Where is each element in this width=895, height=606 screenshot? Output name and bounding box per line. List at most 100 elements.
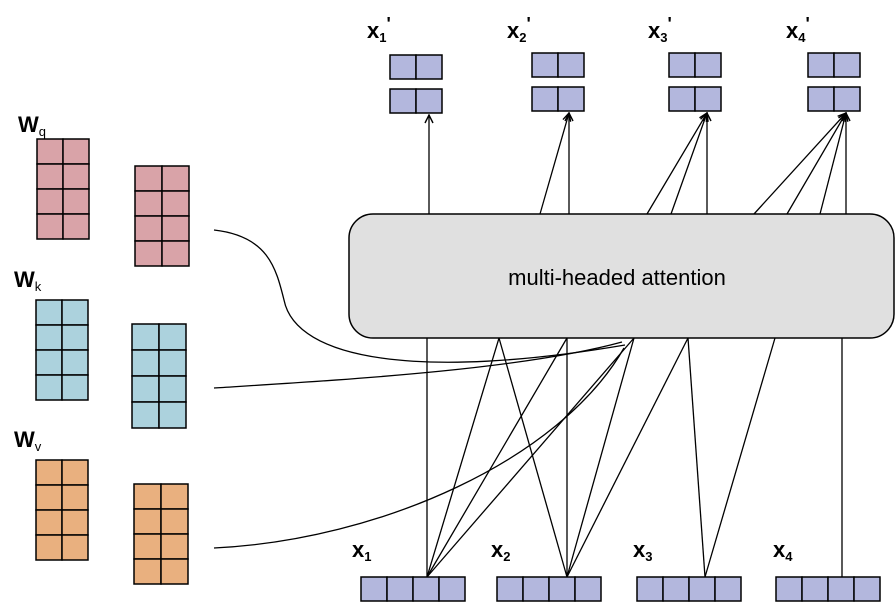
matrix-cell (134, 190, 163, 217)
output-label-x3: x3' (648, 14, 672, 45)
matrix-cell (131, 349, 160, 377)
matrix-cell (807, 86, 835, 112)
matrix-cell (131, 401, 160, 429)
matrix-cell (386, 576, 414, 602)
matrix-cell (133, 483, 162, 510)
matrix-cell (574, 576, 602, 602)
wq-label: Wq (18, 112, 46, 139)
matrix-cell (833, 86, 861, 112)
matrix-cell (35, 299, 63, 326)
matrix-cell (438, 576, 466, 602)
matrix-cell (160, 508, 189, 535)
input-connections (426, 337, 843, 578)
output-label-x1: x1' (367, 14, 391, 45)
output-connections (429, 113, 846, 215)
output-label-x4: x4' (786, 14, 810, 45)
matrix-cell (360, 576, 388, 602)
matrix-cell (160, 483, 189, 510)
input-label-x4: x4 (773, 537, 793, 564)
output-vector-x4 (807, 52, 861, 112)
input-link-line (426, 337, 500, 578)
matrix-cell (531, 86, 559, 112)
matrix-cell (158, 375, 187, 403)
v-projection-matrix (133, 483, 189, 585)
matrix-cell (62, 188, 90, 215)
matrix-cell (412, 576, 440, 602)
output-vector-x3 (668, 52, 722, 112)
matrix-cell (775, 576, 803, 602)
output-arrow (786, 113, 846, 215)
matrix-cell (35, 459, 63, 486)
output-arrow (670, 113, 707, 215)
matrix-cell (694, 52, 722, 78)
matrix-cell (807, 52, 835, 78)
input-link-line (426, 337, 635, 578)
matrix-cell (133, 533, 162, 560)
input-label-x2: x2 (491, 537, 510, 564)
matrix-cell (531, 52, 559, 78)
matrix-cell (134, 215, 163, 242)
matrix-cell (36, 188, 64, 215)
matrix-cell (131, 323, 160, 351)
matrix-cell (158, 323, 187, 351)
output-arrow (539, 113, 569, 215)
matrix-cell (158, 349, 187, 377)
matrix-cell (389, 88, 417, 114)
matrix-cell (668, 52, 696, 78)
matrix-cell (131, 375, 160, 403)
matrix-cell (694, 86, 722, 112)
matrix-cell (61, 349, 89, 376)
input-vector-x4 (775, 576, 881, 602)
matrix-cell (496, 576, 524, 602)
output-arrow (819, 113, 846, 215)
matrix-cell (415, 54, 443, 80)
matrix-cell (134, 165, 163, 192)
matrix-cell (35, 534, 63, 561)
v-curve (213, 347, 625, 549)
matrix-cell (61, 299, 89, 326)
matrix-cell (853, 576, 881, 602)
input-link-line (566, 337, 635, 578)
wk-label: Wk (14, 267, 42, 294)
matrix-cell (35, 509, 63, 536)
output-vector-x1 (389, 54, 443, 114)
q-curve (213, 229, 626, 363)
input-vector-x1 (360, 576, 466, 602)
input-label-x1: x1 (352, 537, 371, 564)
wk-matrix (35, 299, 89, 401)
matrix-cell (62, 138, 90, 165)
q-projection-matrix (134, 165, 190, 267)
output-arrow (753, 113, 846, 215)
output-label-x2: x2' (507, 14, 531, 45)
matrix-cell (662, 576, 690, 602)
matrix-cell (61, 324, 89, 351)
wq-matrix (36, 138, 90, 240)
matrix-cell (61, 534, 89, 561)
matrix-cell (134, 240, 163, 267)
matrix-cell (62, 163, 90, 190)
wv-matrix (35, 459, 89, 561)
matrix-cell (133, 558, 162, 585)
output-vector-x2 (531, 52, 585, 112)
matrix-cell (522, 576, 550, 602)
input-link-line (704, 337, 776, 578)
matrix-cell (36, 163, 64, 190)
matrix-cell (61, 374, 89, 401)
input-link-line (566, 337, 689, 578)
matrix-cell (61, 509, 89, 536)
matrix-cell (36, 213, 64, 240)
matrix-cell (133, 508, 162, 535)
matrix-cell (557, 52, 585, 78)
matrix-cell (636, 576, 664, 602)
matrix-cell (415, 88, 443, 114)
input-vector-x3 (636, 576, 742, 602)
matrix-cell (35, 374, 63, 401)
matrix-cell (35, 349, 63, 376)
wv-label: Wv (14, 427, 42, 454)
input-link-line (498, 337, 568, 578)
matrix-cell (161, 190, 190, 217)
matrix-cell (160, 558, 189, 585)
matrix-cell (714, 576, 742, 602)
matrix-cell (668, 86, 696, 112)
input-link-line (687, 337, 706, 578)
